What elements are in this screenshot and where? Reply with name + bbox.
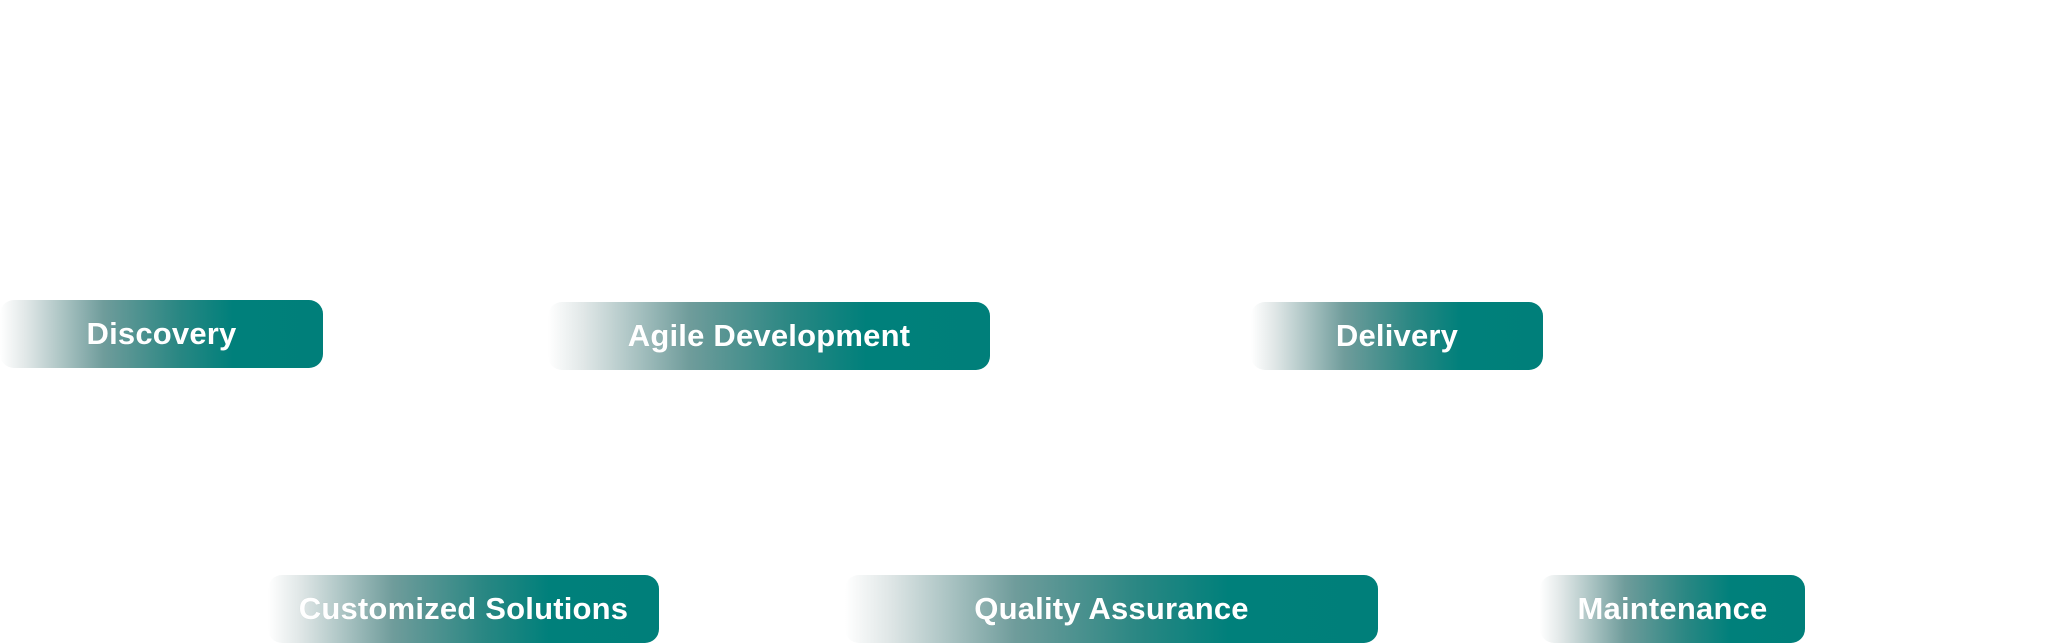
node-customized-solutions: Customized Solutions: [268, 575, 659, 643]
node-maintenance: Maintenance: [1540, 575, 1805, 643]
node-agile-development: Agile Development: [548, 302, 990, 370]
node-label-maintenance: Maintenance: [1577, 591, 1768, 626]
node-label-delivery: Delivery: [1335, 318, 1459, 353]
node-label-quality-assurance: Quality Assurance: [974, 591, 1249, 626]
node-label-customized-solutions: Customized Solutions: [298, 591, 629, 626]
node-label-discovery: Discovery: [86, 316, 237, 351]
node-discovery: Discovery: [0, 300, 323, 368]
node-delivery: Delivery: [1251, 302, 1543, 370]
node-label-agile-development: Agile Development: [627, 318, 911, 353]
node-quality-assurance: Quality Assurance: [845, 575, 1378, 643]
